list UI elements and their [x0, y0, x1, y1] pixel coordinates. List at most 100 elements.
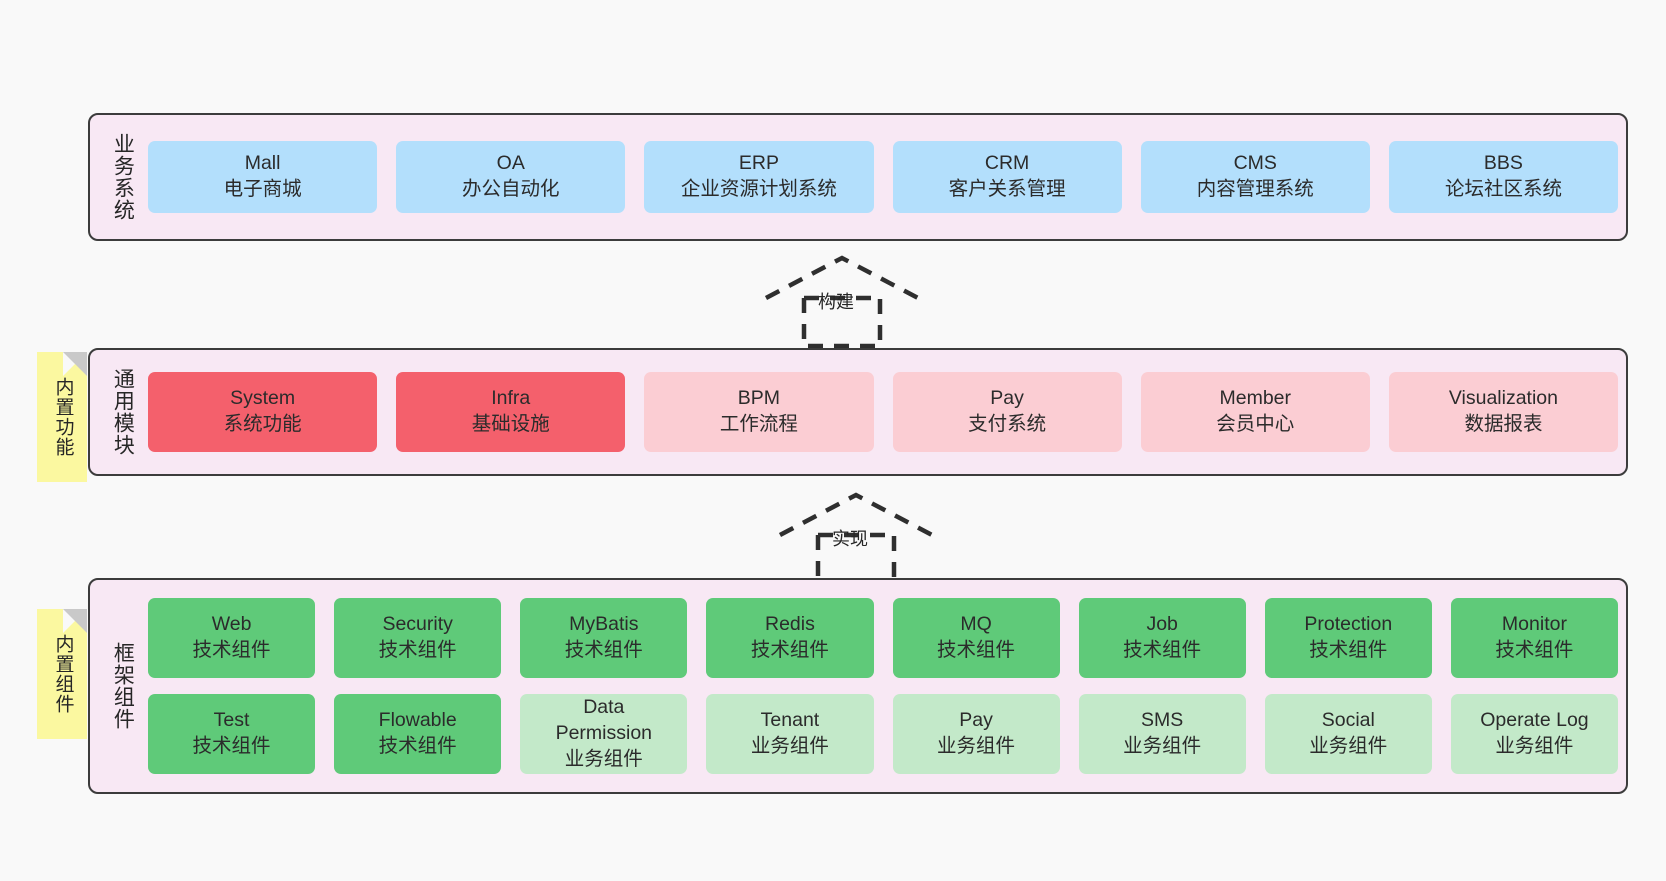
layer-title-framework: 框架组件 — [111, 642, 135, 730]
card-pay-module[interactable]: Pay 支付系统 — [892, 372, 1122, 452]
card-title: Infra — [491, 387, 531, 410]
card-social[interactable]: Social 业务组件 — [1264, 694, 1432, 774]
card-title: Member — [1219, 387, 1292, 410]
card-title: Web — [211, 613, 252, 636]
card-bbs[interactable]: BBS 论坛社区系统 — [1388, 141, 1619, 213]
card-title: ERP — [738, 152, 779, 175]
layer-cards-common: System 系统功能 Infra 基础设施 BPM 工作流程 Pay 支付系统… — [144, 350, 1626, 474]
card-title: Tenant — [760, 709, 820, 732]
card-subtitle: 论坛社区系统 — [1444, 178, 1562, 200]
card-title: BBS — [1483, 152, 1523, 175]
card-title: Mall — [244, 152, 281, 175]
card-subtitle: 业务组件 — [750, 735, 829, 757]
card-title: Security — [382, 613, 453, 636]
card-title: Flowable — [378, 709, 457, 732]
card-title: Pay — [990, 387, 1024, 410]
card-data-permission[interactable]: Data Permission 业务组件 — [520, 694, 688, 774]
card-title: CMS — [1233, 152, 1277, 175]
card-row: Mall 电子商城 OA 办公自动化 ERP 企业资源计划系统 CRM 客户关系… — [148, 141, 1619, 213]
card-security[interactable]: Security 技术组件 — [334, 598, 502, 678]
card-subtitle: 业务组件 — [1495, 735, 1574, 757]
card-title: Operate Log — [1480, 709, 1589, 732]
note-builtin-component: 内置组件 — [37, 609, 87, 739]
card-operate-log[interactable]: Operate Log 业务组件 — [1450, 694, 1618, 774]
card-title: Data Permission — [555, 696, 653, 745]
card-subtitle: 企业资源计划系统 — [680, 178, 837, 200]
note-fold-corner-icon — [63, 609, 87, 633]
card-subtitle: 工作流程 — [719, 413, 798, 435]
card-mybatis[interactable]: MyBatis 技术组件 — [520, 598, 688, 678]
card-system[interactable]: System 系统功能 — [148, 372, 378, 452]
layer-business-systems: 业务系统 Mall 电子商城 OA 办公自动化 ERP 企业资源计划系统 CRM… — [88, 113, 1628, 241]
card-subtitle: 技术组件 — [1123, 639, 1202, 661]
card-web[interactable]: Web 技术组件 — [148, 598, 316, 678]
card-tenant[interactable]: Tenant 业务组件 — [706, 694, 874, 774]
card-member[interactable]: Member 会员中心 — [1140, 372, 1370, 452]
arrow-implement: 实现 — [766, 487, 946, 587]
arrow-build-icon — [764, 255, 920, 349]
card-subtitle: 技术组件 — [192, 639, 271, 661]
card-infra[interactable]: Infra 基础设施 — [396, 372, 626, 452]
card-visualization[interactable]: Visualization 数据报表 — [1388, 372, 1619, 452]
card-erp[interactable]: ERP 企业资源计划系统 — [644, 141, 874, 213]
card-subtitle: 技术组件 — [564, 639, 643, 661]
card-cms[interactable]: CMS 内容管理系统 — [1140, 141, 1370, 213]
card-subtitle: 客户关系管理 — [948, 178, 1066, 200]
card-title: System — [230, 387, 296, 410]
layer-cards-business: Mall 电子商城 OA 办公自动化 ERP 企业资源计划系统 CRM 客户关系… — [144, 115, 1626, 239]
card-subtitle: 业务组件 — [1309, 735, 1388, 757]
card-subtitle: 会员中心 — [1216, 413, 1295, 435]
card-monitor[interactable]: Monitor 技术组件 — [1450, 598, 1618, 678]
card-row: System 系统功能 Infra 基础设施 BPM 工作流程 Pay 支付系统… — [148, 372, 1619, 452]
card-subtitle: 办公自动化 — [462, 178, 560, 200]
card-row: Web 技术组件 Security 技术组件 MyBatis 技术组件 Redi… — [148, 598, 1618, 678]
card-title: OA — [496, 152, 525, 175]
card-title: Test — [213, 709, 250, 732]
card-rows-common: System 系统功能 Infra 基础设施 BPM 工作流程 Pay 支付系统… — [148, 350, 1619, 474]
card-job[interactable]: Job 技术组件 — [1078, 598, 1246, 678]
card-title: Monitor — [1501, 613, 1567, 636]
card-row: Test 技术组件 Flowable 技术组件 Data Permission … — [148, 694, 1618, 774]
card-rows-framework: Web 技术组件 Security 技术组件 MyBatis 技术组件 Redi… — [148, 580, 1618, 792]
note-text: 内置组件 — [52, 634, 74, 714]
layer-common-modules: 通用模块 System 系统功能 Infra 基础设施 BPM 工作流程 Pay… — [88, 348, 1628, 476]
layer-title-business: 业务系统 — [111, 133, 135, 221]
card-title: Visualization — [1448, 387, 1559, 410]
card-title: BPM — [737, 387, 781, 410]
card-sms[interactable]: SMS 业务组件 — [1078, 694, 1246, 774]
card-title: Job — [1146, 613, 1178, 636]
card-title: Pay — [959, 709, 993, 732]
card-subtitle: 业务组件 — [1123, 735, 1202, 757]
card-test[interactable]: Test 技术组件 — [148, 694, 316, 774]
card-subtitle: 支付系统 — [968, 413, 1047, 435]
card-title: SMS — [1141, 709, 1184, 732]
card-flowable[interactable]: Flowable 技术组件 — [334, 694, 502, 774]
card-title: Social — [1321, 709, 1375, 732]
card-protection[interactable]: Protection 技术组件 — [1264, 598, 1432, 678]
card-title: CRM — [984, 152, 1030, 175]
card-subtitle: 技术组件 — [192, 735, 271, 757]
card-title: Protection — [1304, 613, 1393, 636]
card-subtitle: 技术组件 — [378, 639, 457, 661]
card-redis[interactable]: Redis 技术组件 — [706, 598, 874, 678]
card-subtitle: 技术组件 — [750, 639, 829, 661]
card-subtitle: 技术组件 — [378, 735, 457, 757]
card-subtitle: 内容管理系统 — [1196, 178, 1314, 200]
card-mq[interactable]: MQ 技术组件 — [892, 598, 1060, 678]
card-title: Redis — [765, 613, 815, 636]
layer-framework-components: 框架组件 Web 技术组件 Security 技术组件 MyBatis 技术组件… — [88, 578, 1628, 794]
card-subtitle: 电子商城 — [223, 178, 302, 200]
card-rows-business: Mall 电子商城 OA 办公自动化 ERP 企业资源计划系统 CRM 客户关系… — [148, 115, 1619, 239]
layer-title-common: 通用模块 — [111, 368, 135, 456]
card-subtitle: 业务组件 — [564, 747, 643, 770]
card-bpm[interactable]: BPM 工作流程 — [644, 372, 874, 452]
card-mall[interactable]: Mall 电子商城 — [148, 141, 378, 213]
card-subtitle: 技术组件 — [937, 639, 1016, 661]
card-pay-component[interactable]: Pay 业务组件 — [892, 694, 1060, 774]
card-subtitle: 技术组件 — [1495, 639, 1574, 661]
card-subtitle: 技术组件 — [1309, 639, 1388, 661]
card-crm[interactable]: CRM 客户关系管理 — [892, 141, 1122, 213]
card-subtitle: 基础设施 — [471, 413, 550, 435]
card-oa[interactable]: OA 办公自动化 — [396, 141, 626, 213]
arrow-build: 构建 — [752, 250, 932, 350]
